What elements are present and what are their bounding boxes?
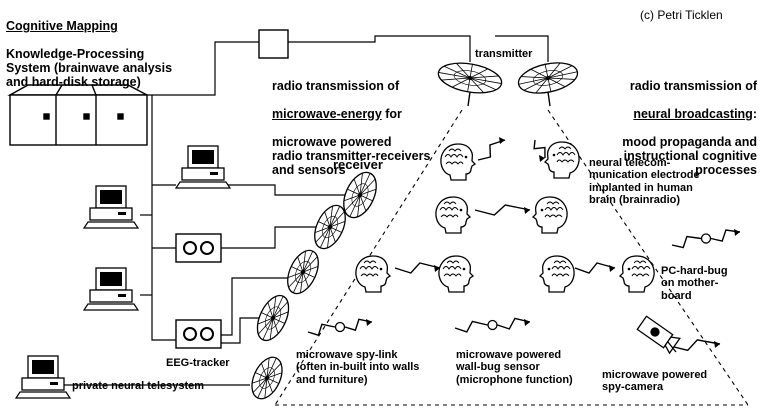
transmitter-dish-right <box>517 62 579 94</box>
lightning-link-icon <box>669 339 721 352</box>
human-head-brain-icon <box>438 255 475 293</box>
receiver-dish <box>314 204 346 250</box>
transmitter-label: transmitter <box>475 48 533 60</box>
lightning-link-icon <box>671 229 741 249</box>
desktop-computers <box>14 145 232 399</box>
radio-neural-rest: mood propaganda and instructional cognit… <box>622 135 757 177</box>
tape-recorder-icon <box>175 233 222 263</box>
radio-microwave-line1: radio transmission of <box>272 79 400 93</box>
lightning-link-icon <box>394 262 441 274</box>
radio-neural-line2-rest: : <box>752 107 757 121</box>
tape-recorders <box>175 233 222 349</box>
desktop-computer-icon <box>174 145 232 189</box>
human-heads <box>355 141 655 293</box>
receiver-dishes <box>251 171 377 400</box>
eeg-tracker-label: EEG-tracker <box>166 357 230 369</box>
hub-box-icon <box>258 29 289 59</box>
lightning-link-icon <box>474 204 531 216</box>
radio-neural-label: radio transmission of neural broadcastin… <box>577 65 757 177</box>
transmitter-dishes <box>437 62 579 107</box>
private-neural-telesystem-label: private neural telesystem <box>72 380 205 392</box>
pc-hard-bug-label: PC-hard-bug on mother- board <box>661 265 728 302</box>
receiver-label: receiver <box>333 157 383 172</box>
human-head-brain-icon <box>440 143 477 181</box>
network-cables <box>58 35 549 386</box>
radio-microwave-underlined: microwave-energy <box>272 107 382 121</box>
mainframe-computer-icon <box>7 84 148 146</box>
desktop-computer-icon <box>14 355 72 399</box>
spy-camera-label: microwave powered spy-camera <box>602 369 708 394</box>
radio-microwave-label: radio transmission of microwave-energy f… <box>272 65 472 177</box>
spy-link-label: microwave spy-link (often in-built into … <box>296 349 420 386</box>
human-head-brain-icon <box>543 141 580 179</box>
neural-electrode-label: neural telecom- munication electrode imp… <box>589 157 700 206</box>
radio-microwave-line2-rest: for <box>381 107 402 121</box>
title-rest: Knowledge-Processing System (brainwave a… <box>6 47 173 89</box>
receiver-dish <box>287 249 319 295</box>
lightning-link-icon <box>533 139 546 162</box>
human-head-brain-icon <box>531 196 568 234</box>
title-label: Cognitive Mapping Knowledge-Processing S… <box>6 5 206 89</box>
lightning-link-icon <box>307 318 373 337</box>
desktop-computer-icon <box>82 185 140 229</box>
title-heading: Cognitive Mapping <box>6 19 118 33</box>
radio-microwave-rest: microwave powered radio transmitter-rece… <box>272 135 431 177</box>
human-head-brain-icon <box>538 255 575 293</box>
lightning-link-icon <box>454 317 531 333</box>
transmitter-dish-left <box>437 62 503 94</box>
tape-recorder-icon <box>175 319 222 349</box>
lightning-link-icon <box>477 137 506 161</box>
radio-neural-underlined: neural broadcasting <box>633 107 753 121</box>
spy-camera-icon <box>636 315 681 355</box>
human-head-brain-icon <box>618 255 655 293</box>
human-head-brain-icon <box>355 255 392 293</box>
lightning-links <box>307 137 741 352</box>
copyright-label: (c) Petri Ticklen <box>640 8 723 22</box>
receiver-dish <box>343 171 377 219</box>
receiver-dish <box>256 294 290 342</box>
radio-neural-line1: radio transmission of <box>629 79 757 93</box>
desktop-computer-icon <box>82 267 140 311</box>
human-head-brain-icon <box>435 196 472 234</box>
lightning-link-icon <box>574 262 616 274</box>
wall-bug-label: microwave powered wall-bug sensor (micro… <box>456 349 573 386</box>
receiver-dish <box>251 356 283 400</box>
broadcast-cone <box>274 109 749 406</box>
